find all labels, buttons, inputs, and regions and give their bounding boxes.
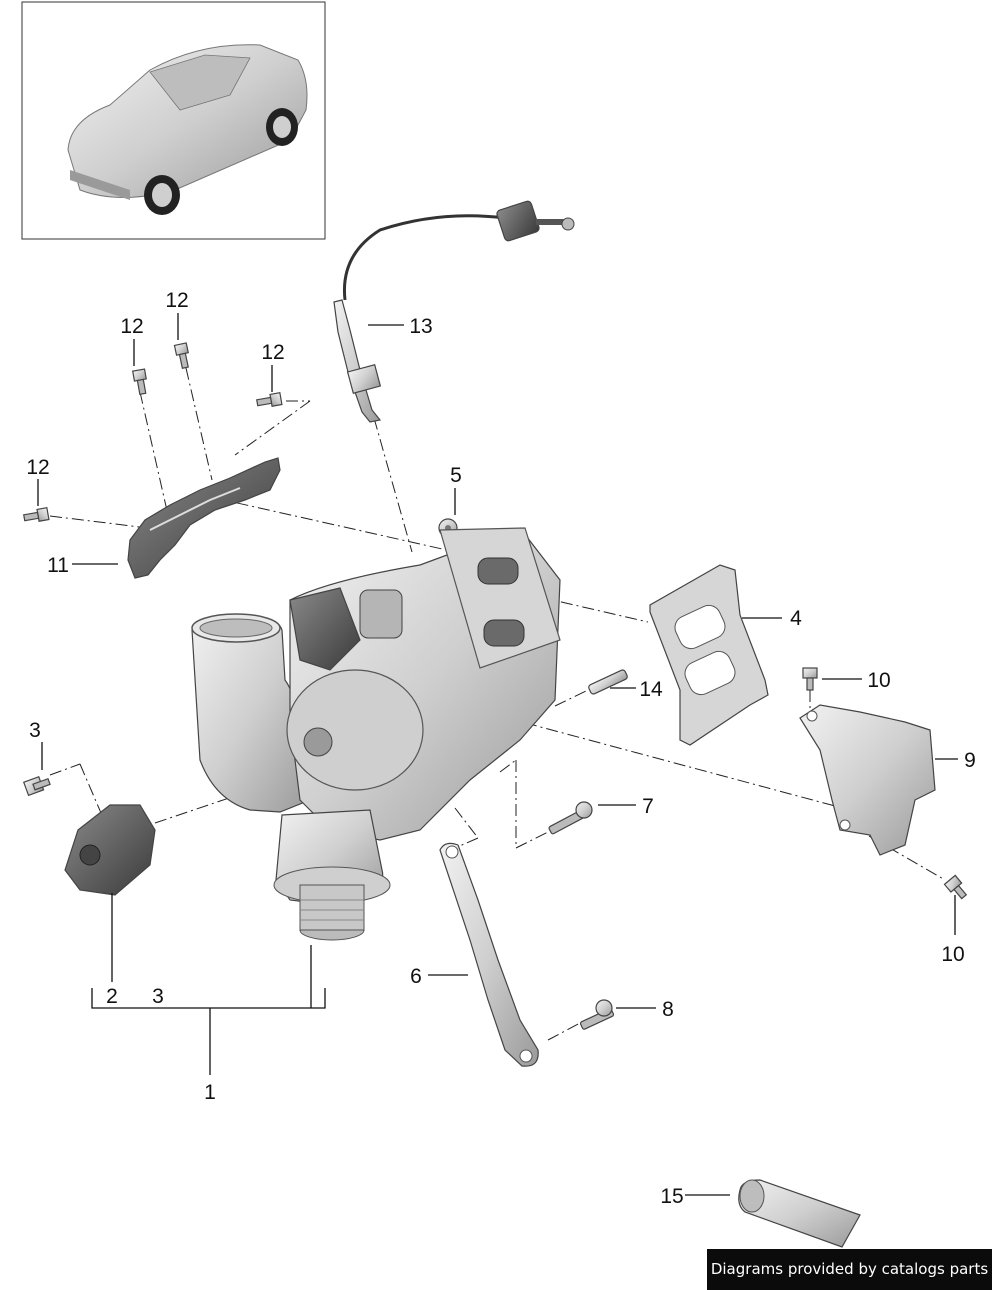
callout-12-d: 12 <box>26 456 49 479</box>
bolt-7 <box>548 801 593 835</box>
wastegate-actuator <box>64 804 156 896</box>
callout-11: 11 <box>47 554 69 577</box>
gasket <box>649 564 769 746</box>
callout-12-a: 12 <box>120 315 143 338</box>
callout-4: 4 <box>790 607 802 630</box>
bracket-9 <box>799 704 936 856</box>
stud-14 <box>588 669 628 695</box>
vehicle-thumbnail <box>21 1 326 240</box>
bolt-8 <box>579 999 615 1030</box>
bolts-12 <box>23 342 283 522</box>
callout-10-top: 10 <box>867 669 890 692</box>
credit-banner: Diagrams provided by catalogs parts <box>707 1249 992 1290</box>
turbocharger <box>191 527 561 941</box>
callout-3-assembly: 3 <box>152 985 164 1008</box>
callout-12-b: 12 <box>165 289 188 312</box>
callout-12-c: 12 <box>261 341 284 364</box>
callout-15: 15 <box>660 1185 683 1208</box>
oxygen-sensor <box>333 200 575 423</box>
sealant-tube-15 <box>738 1179 861 1248</box>
callout-8: 8 <box>662 998 674 1021</box>
callout-9: 9 <box>964 749 976 772</box>
bolt-3 <box>22 775 51 797</box>
callout-13: 13 <box>409 315 432 338</box>
callout-10-bottom: 10 <box>941 943 964 966</box>
callout-labels: 1 2 3 3 4 5 6 7 8 9 10 10 11 12 12 12 12… <box>26 289 976 1208</box>
callout-3-bolt: 3 <box>29 719 41 742</box>
callout-2: 2 <box>106 985 118 1008</box>
leader-lines <box>37 313 958 1196</box>
callout-14: 14 <box>639 678 663 701</box>
bracket-6 <box>439 842 539 1067</box>
callout-7: 7 <box>642 795 654 818</box>
heat-shield <box>127 457 281 579</box>
callout-6: 6 <box>410 965 422 988</box>
callout-1: 1 <box>204 1081 216 1104</box>
callout-5: 5 <box>450 464 462 487</box>
bolts-10 <box>802 667 968 900</box>
